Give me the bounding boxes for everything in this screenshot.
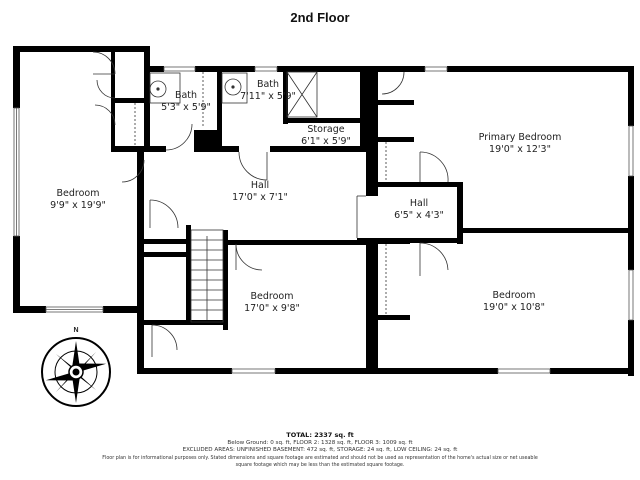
room-dims: 17'0" x 9'8"	[244, 303, 300, 314]
room-dims: 9'9" x 19'9"	[50, 200, 106, 211]
room-name: Hall	[250, 180, 270, 191]
footer-disclaimer-1: Floor plan is for informational purposes…	[102, 456, 538, 461]
compass-icon	[41, 337, 111, 407]
room-primary-bedroom: Primary Bedroom 19'0" x 12'3"	[479, 132, 562, 156]
room-name: Bath	[256, 79, 280, 90]
room-bedroom-south: Bedroom 17'0" x 9'8"	[244, 291, 300, 315]
room-name: Bedroom	[250, 291, 294, 302]
room-name: Bath	[174, 90, 198, 101]
footer-total: TOTAL: 2337 sq. ft	[286, 431, 354, 439]
footer-excluded: EXCLUDED AREAS: UNFINISHED BASEMENT: 472…	[182, 447, 458, 453]
room-dims: 19'0" x 12'3"	[489, 144, 551, 155]
room-name: Bedroom	[56, 188, 100, 199]
footer-disclaimer-2: square footage which may be less than th…	[235, 463, 405, 468]
room-dims: 17'0" x 7'1"	[232, 192, 288, 203]
windows	[13, 66, 634, 374]
room-storage: Storage 6'1" x 5'9"	[301, 124, 351, 148]
room-hall-main: Hall 17'0" x 7'1"	[232, 180, 288, 204]
room-hall-small: Hall 6'5" x 4'3"	[394, 198, 444, 222]
room-dims: 6'5" x 4'3"	[394, 210, 444, 221]
room-dims: 6'1" x 5'9"	[301, 136, 351, 147]
room-name: Hall	[409, 198, 429, 209]
footer-breakdown: Below Ground: 0 sq. ft, FLOOR 2: 1328 sq…	[227, 440, 413, 446]
room-dims: 5'3" x 5'9"	[161, 102, 211, 113]
room-name: Storage	[307, 124, 345, 135]
room-dims: 7'11" x 5'9"	[240, 91, 296, 102]
room-bedroom-west: Bedroom 9'9" x 19'9"	[50, 188, 106, 212]
room-bath-1: Bath 5'3" x 5'9"	[161, 90, 211, 114]
walls	[13, 46, 634, 376]
fixtures	[92, 51, 449, 357]
room-dims: 19'0" x 10'8"	[483, 302, 545, 313]
floor-title: 2nd Floor	[290, 10, 350, 25]
compass-north-label: N	[73, 327, 79, 334]
compass-rose: N	[38, 327, 114, 407]
room-bedroom-east: Bedroom 19'0" x 10'8"	[483, 290, 545, 314]
room-name: Primary Bedroom	[478, 132, 562, 143]
room-bath-2: Bath 7'11" x 5'9"	[240, 79, 296, 103]
room-name: Bedroom	[492, 290, 536, 301]
